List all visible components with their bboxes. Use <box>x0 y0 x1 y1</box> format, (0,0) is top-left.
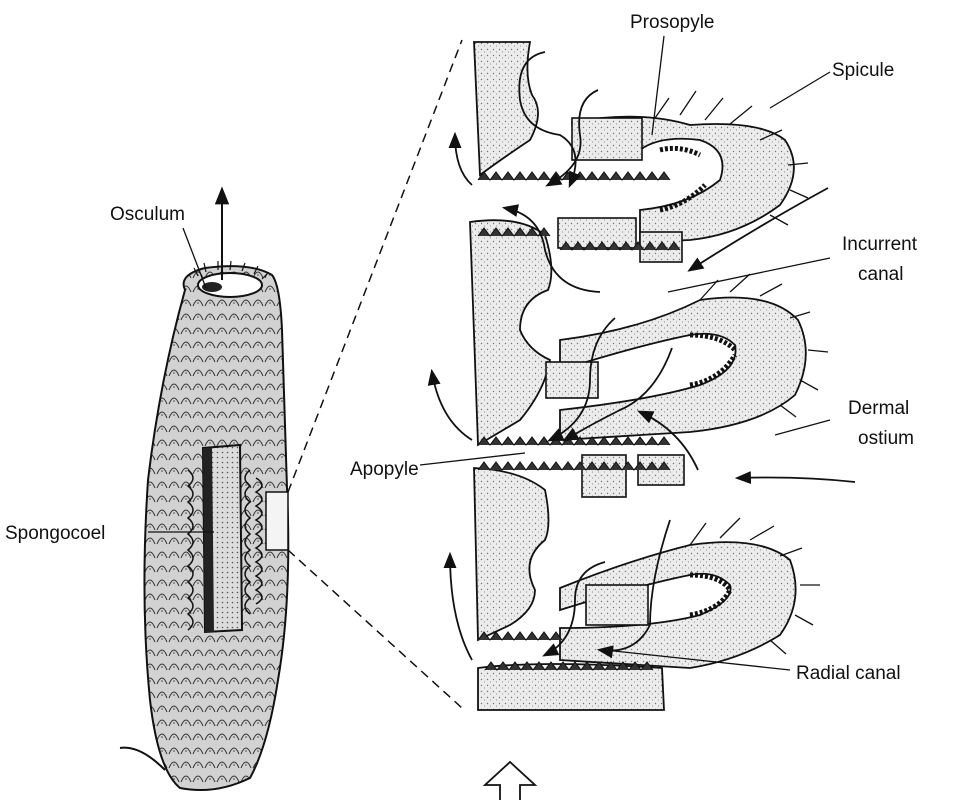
label-apopyle: Apopyle <box>350 459 419 480</box>
flow-arrow <box>738 478 855 483</box>
flow-arrow <box>450 555 472 660</box>
sponge-body <box>120 261 288 790</box>
label-spongocoel: Spongocoel <box>5 523 105 544</box>
hollow-arrow <box>485 762 535 800</box>
flow-arrow <box>455 135 472 185</box>
label-dermal-ostium-line1: Dermal <box>848 398 909 419</box>
label-radial-canal: Radial canal <box>796 663 901 684</box>
label-dermal-ostium-line2: ostium <box>858 428 914 449</box>
zoom-line-bottom <box>288 550 462 708</box>
label-incurrent-canal-line2: canal <box>858 264 903 285</box>
label-osculum: Osculum <box>110 204 185 225</box>
label-incurrent-canal-line1: Incurrent <box>842 234 918 255</box>
label-spicule: Spicule <box>832 60 894 81</box>
enlarged-canal-wall <box>470 42 828 710</box>
label-prosopyle: Prosopyle <box>630 12 715 33</box>
flow-arrow <box>432 372 472 440</box>
zoom-line-top <box>288 40 462 492</box>
